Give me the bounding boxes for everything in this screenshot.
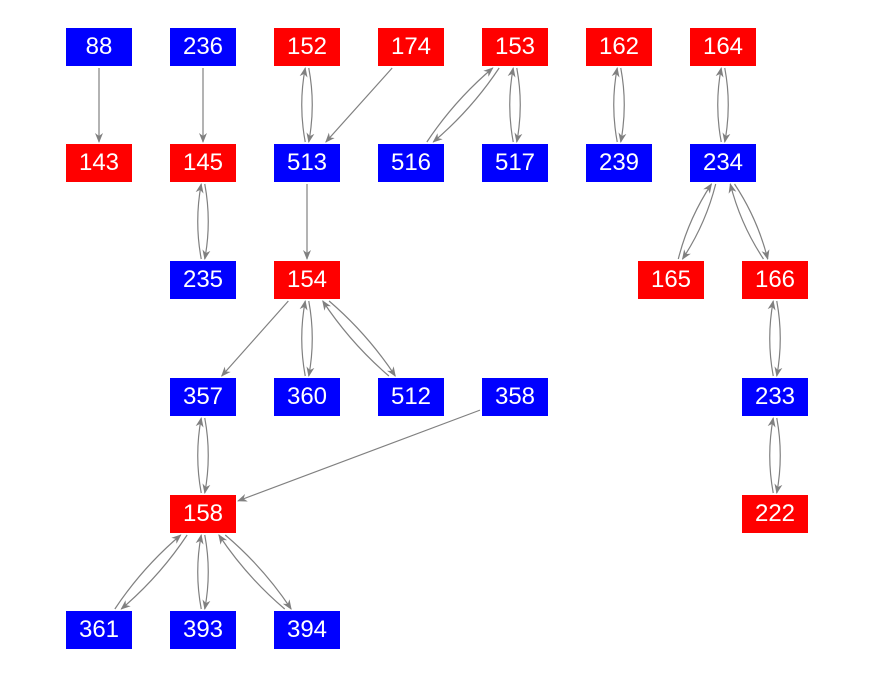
node-394: 394 xyxy=(274,611,340,649)
edge-234-to-164 xyxy=(715,67,724,143)
edge-234-to-166 xyxy=(734,183,770,260)
node-513: 513 xyxy=(274,144,340,182)
node-158: 158 xyxy=(170,495,236,533)
edge-145-to-235 xyxy=(202,183,211,260)
edge-158-to-361 xyxy=(120,534,188,610)
edge-358-to-158 xyxy=(237,409,481,502)
edge-162-to-239 xyxy=(618,67,627,143)
edge-166-to-233 xyxy=(774,300,783,377)
node-164: 164 xyxy=(690,28,756,66)
node-393: 393 xyxy=(170,611,236,649)
edge-153-to-517 xyxy=(514,67,523,143)
node-234: 234 xyxy=(690,144,756,182)
edge-222-to-233 xyxy=(767,417,776,494)
edge-361-to-158 xyxy=(114,534,182,610)
node-361: 361 xyxy=(66,611,132,649)
edge-154-to-357 xyxy=(221,300,289,377)
node-357: 357 xyxy=(170,378,236,416)
edge-174-to-513 xyxy=(325,67,393,143)
node-154: 154 xyxy=(274,261,340,299)
node-235: 235 xyxy=(170,261,236,299)
node-358: 358 xyxy=(482,378,548,416)
edge-164-to-234 xyxy=(722,67,731,143)
edge-360-to-154 xyxy=(299,300,308,377)
node-153: 153 xyxy=(482,28,548,66)
edge-393-to-158 xyxy=(195,534,204,610)
edge-154-to-512 xyxy=(328,300,396,377)
edge-394-to-158 xyxy=(218,534,286,610)
edge-235-to-145 xyxy=(195,183,204,260)
node-222: 222 xyxy=(742,495,808,533)
edge-233-to-166 xyxy=(767,300,776,377)
edge-234-to-165 xyxy=(681,183,717,260)
edge-239-to-162 xyxy=(611,67,620,143)
node-360: 360 xyxy=(274,378,340,416)
node-236: 236 xyxy=(170,28,236,66)
edge-158-to-393 xyxy=(202,534,211,610)
edge-158-to-357 xyxy=(195,417,204,494)
node-239: 239 xyxy=(586,144,652,182)
node-174: 174 xyxy=(378,28,444,66)
edge-513-to-152 xyxy=(299,67,308,143)
node-165: 165 xyxy=(638,261,704,299)
edge-357-to-158 xyxy=(202,417,211,494)
edge-153-to-516 xyxy=(432,67,500,143)
edge-165-to-234 xyxy=(677,183,713,260)
node-152: 152 xyxy=(274,28,340,66)
node-145: 145 xyxy=(170,144,236,182)
edge-512-to-154 xyxy=(322,300,390,377)
edge-516-to-153 xyxy=(426,67,494,143)
node-166: 166 xyxy=(742,261,808,299)
node-162: 162 xyxy=(586,28,652,66)
node-88: 88 xyxy=(66,28,132,66)
edge-158-to-394 xyxy=(224,534,292,610)
node-233: 233 xyxy=(742,378,808,416)
edge-166-to-234 xyxy=(728,183,764,260)
node-516: 516 xyxy=(378,144,444,182)
node-512: 512 xyxy=(378,378,444,416)
node-143: 143 xyxy=(66,144,132,182)
edge-517-to-153 xyxy=(507,67,516,143)
node-517: 517 xyxy=(482,144,548,182)
edge-152-to-513 xyxy=(306,67,315,143)
edge-233-to-222 xyxy=(774,417,783,494)
edge-154-to-360 xyxy=(306,300,315,377)
